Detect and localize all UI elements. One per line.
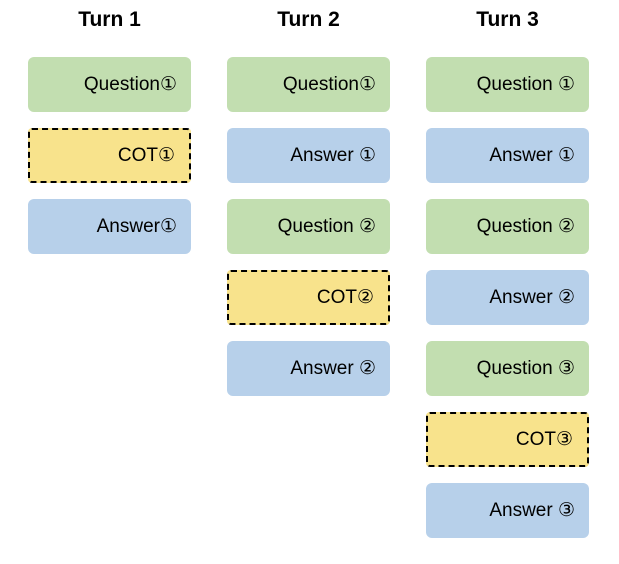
answer-box: Answer ②: [227, 341, 390, 396]
turn-1-boxes: Question① COT① Answer①: [28, 57, 191, 254]
question-box: Question ②: [426, 199, 589, 254]
answer-box: Answer ③: [426, 483, 589, 538]
turn-3-title: Turn 3: [476, 8, 539, 31]
turn-2-boxes: Question① Answer ① Question ② COT② Answe…: [227, 57, 390, 396]
turn-2-title: Turn 2: [277, 8, 340, 31]
answer-box: Answer ②: [426, 270, 589, 325]
turn-1-title: Turn 1: [78, 8, 141, 31]
cot-box: COT②: [227, 270, 390, 325]
question-box: Question ②: [227, 199, 390, 254]
answer-box: Answer ①: [426, 128, 589, 183]
cot-box: COT③: [426, 412, 589, 467]
question-box: Question ①: [426, 57, 589, 112]
question-box: Question ③: [426, 341, 589, 396]
answer-box: Answer ①: [227, 128, 390, 183]
question-box: Question①: [227, 57, 390, 112]
cot-box: COT①: [28, 128, 191, 183]
answer-box: Answer①: [28, 199, 191, 254]
question-box: Question①: [28, 57, 191, 112]
turn-3-boxes: Question ① Answer ① Question ② Answer ② …: [426, 57, 589, 538]
